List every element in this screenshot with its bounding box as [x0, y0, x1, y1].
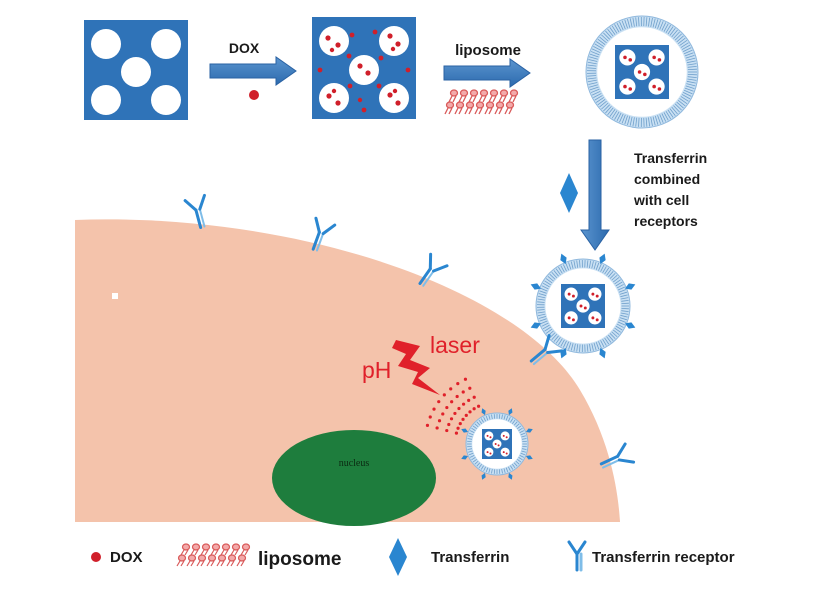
legend-receptor-icon — [567, 540, 587, 572]
transferrin-note: Transferrin combined with cell receptors — [633, 150, 711, 229]
empty-nanoparticle — [84, 20, 188, 120]
cell-speck — [112, 293, 118, 299]
legend-transferrin-icon — [389, 538, 407, 576]
dox-step-label: DOX — [229, 40, 260, 56]
dox-molecule-icon — [249, 90, 259, 100]
transferrin-icon-step — [560, 173, 578, 213]
legend-liposome-label: liposome — [258, 549, 341, 570]
legend-dox-label: DOX — [110, 549, 143, 566]
liposome-icon-step — [444, 89, 519, 115]
internalized-nanoparticle — [461, 408, 533, 480]
liposome-coating-arrow — [443, 58, 531, 88]
dox-loading-arrow — [209, 56, 297, 86]
legend-receptor-label: Transferrin receptor — [592, 549, 735, 566]
transferrin-liposome-nanoparticle — [530, 253, 636, 359]
laser-label: laser — [430, 332, 480, 358]
nucleus-label: nucleus — [339, 458, 370, 469]
legend-transferrin-label: Transferrin — [431, 549, 509, 566]
liposome-coated-nanoparticle — [585, 15, 699, 129]
liposome-step-label: liposome — [455, 42, 521, 59]
lightning-icon — [392, 340, 440, 395]
transferrin-binding-arrow — [580, 139, 610, 251]
nucleus — [272, 430, 436, 526]
legend-dox-icon — [91, 552, 101, 562]
dox-loaded-nanoparticle — [312, 17, 416, 119]
cell-receptors — [183, 193, 636, 469]
legend-liposome-icon — [176, 543, 251, 567]
ph-label: pH — [362, 357, 391, 383]
legend: DOX liposome Transferrin — [91, 538, 735, 576]
laser-emission-dots — [425, 377, 481, 435]
